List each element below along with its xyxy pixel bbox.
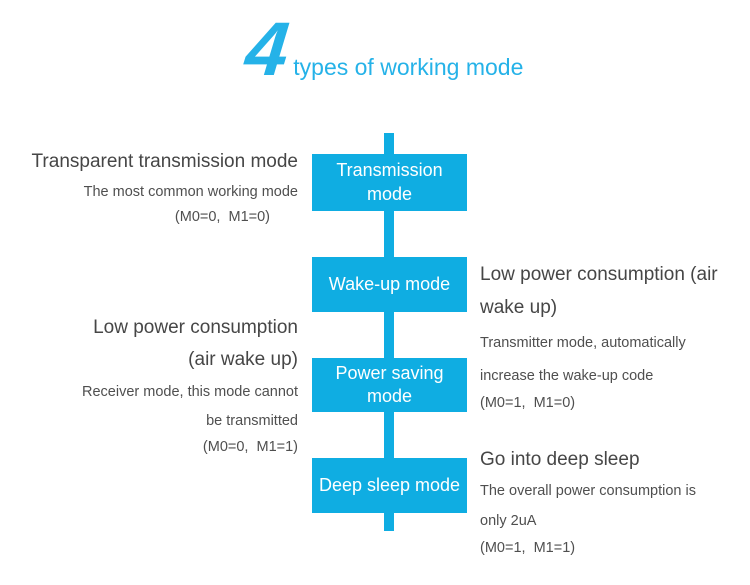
annotation-body-line: The overall power consumption is [480, 483, 696, 499]
annotation-pin-config: (M0=1, M1=0) [480, 395, 576, 411]
mode-box-wakeup: Wake-up mode [312, 257, 467, 312]
annotation-body-line: Transmitter mode, automatically [480, 335, 686, 351]
mode-box-power-saving: Power saving mode [312, 358, 467, 412]
mode-box-transmission: Transmission mode [312, 154, 467, 211]
page-title: 4 types of working mode [242, 7, 524, 92]
annotation-pin-config: (M0=1, M1=1) [480, 540, 576, 556]
mode-box-label: Power saving mode [335, 362, 444, 406]
title-text: types of working mode [293, 54, 524, 80]
flow-connector-line [384, 133, 394, 531]
mode-box-label: Transmission mode [336, 160, 443, 204]
annotation-heading: Go into deep sleep [480, 449, 640, 470]
annotation-transparent-transmission: Transparent transmission mode The most c… [0, 149, 298, 230]
annotation-body-line: Receiver mode, this mode cannot [82, 384, 298, 400]
annotation-heading: (air wake up) [188, 349, 298, 370]
annotation-power-saving: Low power consumption (air wake up) Rece… [0, 312, 298, 460]
annotation-heading: Transparent transmission mode [31, 151, 298, 172]
mode-box-deep-sleep: Deep sleep mode [312, 458, 467, 513]
annotation-heading: Low power consumption [93, 317, 298, 338]
annotation-heading: Low power consumption (air [480, 264, 718, 285]
annotation-body-line: increase the wake-up code [480, 368, 654, 384]
annotation-body-line: The most common working mode [83, 184, 298, 200]
title-number: 4 [241, 7, 291, 92]
annotation-pin-config: (M0=0, M1=0) [174, 209, 270, 225]
annotation-body-line: only 2uA [480, 513, 537, 529]
mode-box-label: Wake-up mode [328, 273, 451, 294]
annotation-deep-sleep: Go into deep sleep The overall power con… [480, 445, 748, 562]
annotation-pin-config: (M0=0, M1=1) [202, 439, 298, 455]
annotation-wakeup: Low power consumption (air wake up) Tran… [480, 258, 748, 417]
annotation-body-line: be transmitted [206, 413, 298, 429]
mode-box-label: Deep sleep mode [318, 474, 461, 495]
annotation-heading: wake up) [480, 297, 558, 318]
